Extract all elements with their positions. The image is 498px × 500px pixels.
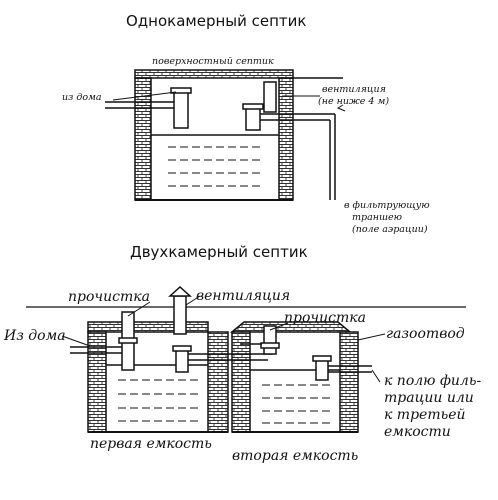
second-right-wall [339, 331, 359, 433]
first-tank-cover [87, 321, 209, 333]
liquid-lines [168, 146, 262, 187]
to-filter-label-1: в фильтрующую [344, 200, 430, 211]
second-tank-label: вторая емкость [232, 448, 359, 464]
from-house-label-1: из дома [62, 92, 102, 103]
second-tank-cover [229, 321, 353, 333]
vent-height-label: (не ниже 4 м) [318, 96, 390, 107]
to-field-label-4: емкости [384, 424, 451, 440]
to-filter-label-2: траншею [352, 212, 402, 223]
cleanout-label-1: прочистка [68, 289, 150, 305]
two-chamber-title: Двухкамерный септик [130, 243, 308, 261]
gas-outlet-label: газоотвод [386, 326, 465, 342]
single-chamber-title: Однокамерный септик [126, 12, 307, 30]
cleanout-label-2: прочистка [284, 310, 366, 326]
second-tank-liquid [262, 384, 332, 424]
to-field-label-2: трации или [384, 390, 474, 406]
first-tank-label: первая емкость [90, 436, 212, 452]
two-chamber-septic [26, 285, 466, 433]
first-tank-liquid [118, 379, 198, 422]
surface-septic-label: поверхностный септик [152, 56, 274, 67]
to-field-label-3: к третьей [384, 407, 466, 423]
cover-slab [134, 69, 294, 79]
first-right-wall [207, 331, 229, 433]
ventilation-label-1: вентиляция [322, 84, 386, 95]
single-chamber-septic [105, 69, 346, 201]
to-field-label-1: к полю филь- [384, 373, 482, 389]
ventilation-label-2: вентиляция [196, 288, 291, 304]
from-house-label-2: Из дома [4, 328, 66, 344]
second-left-wall [231, 331, 251, 433]
to-filter-label-3: (поле аэрации) [352, 224, 428, 235]
